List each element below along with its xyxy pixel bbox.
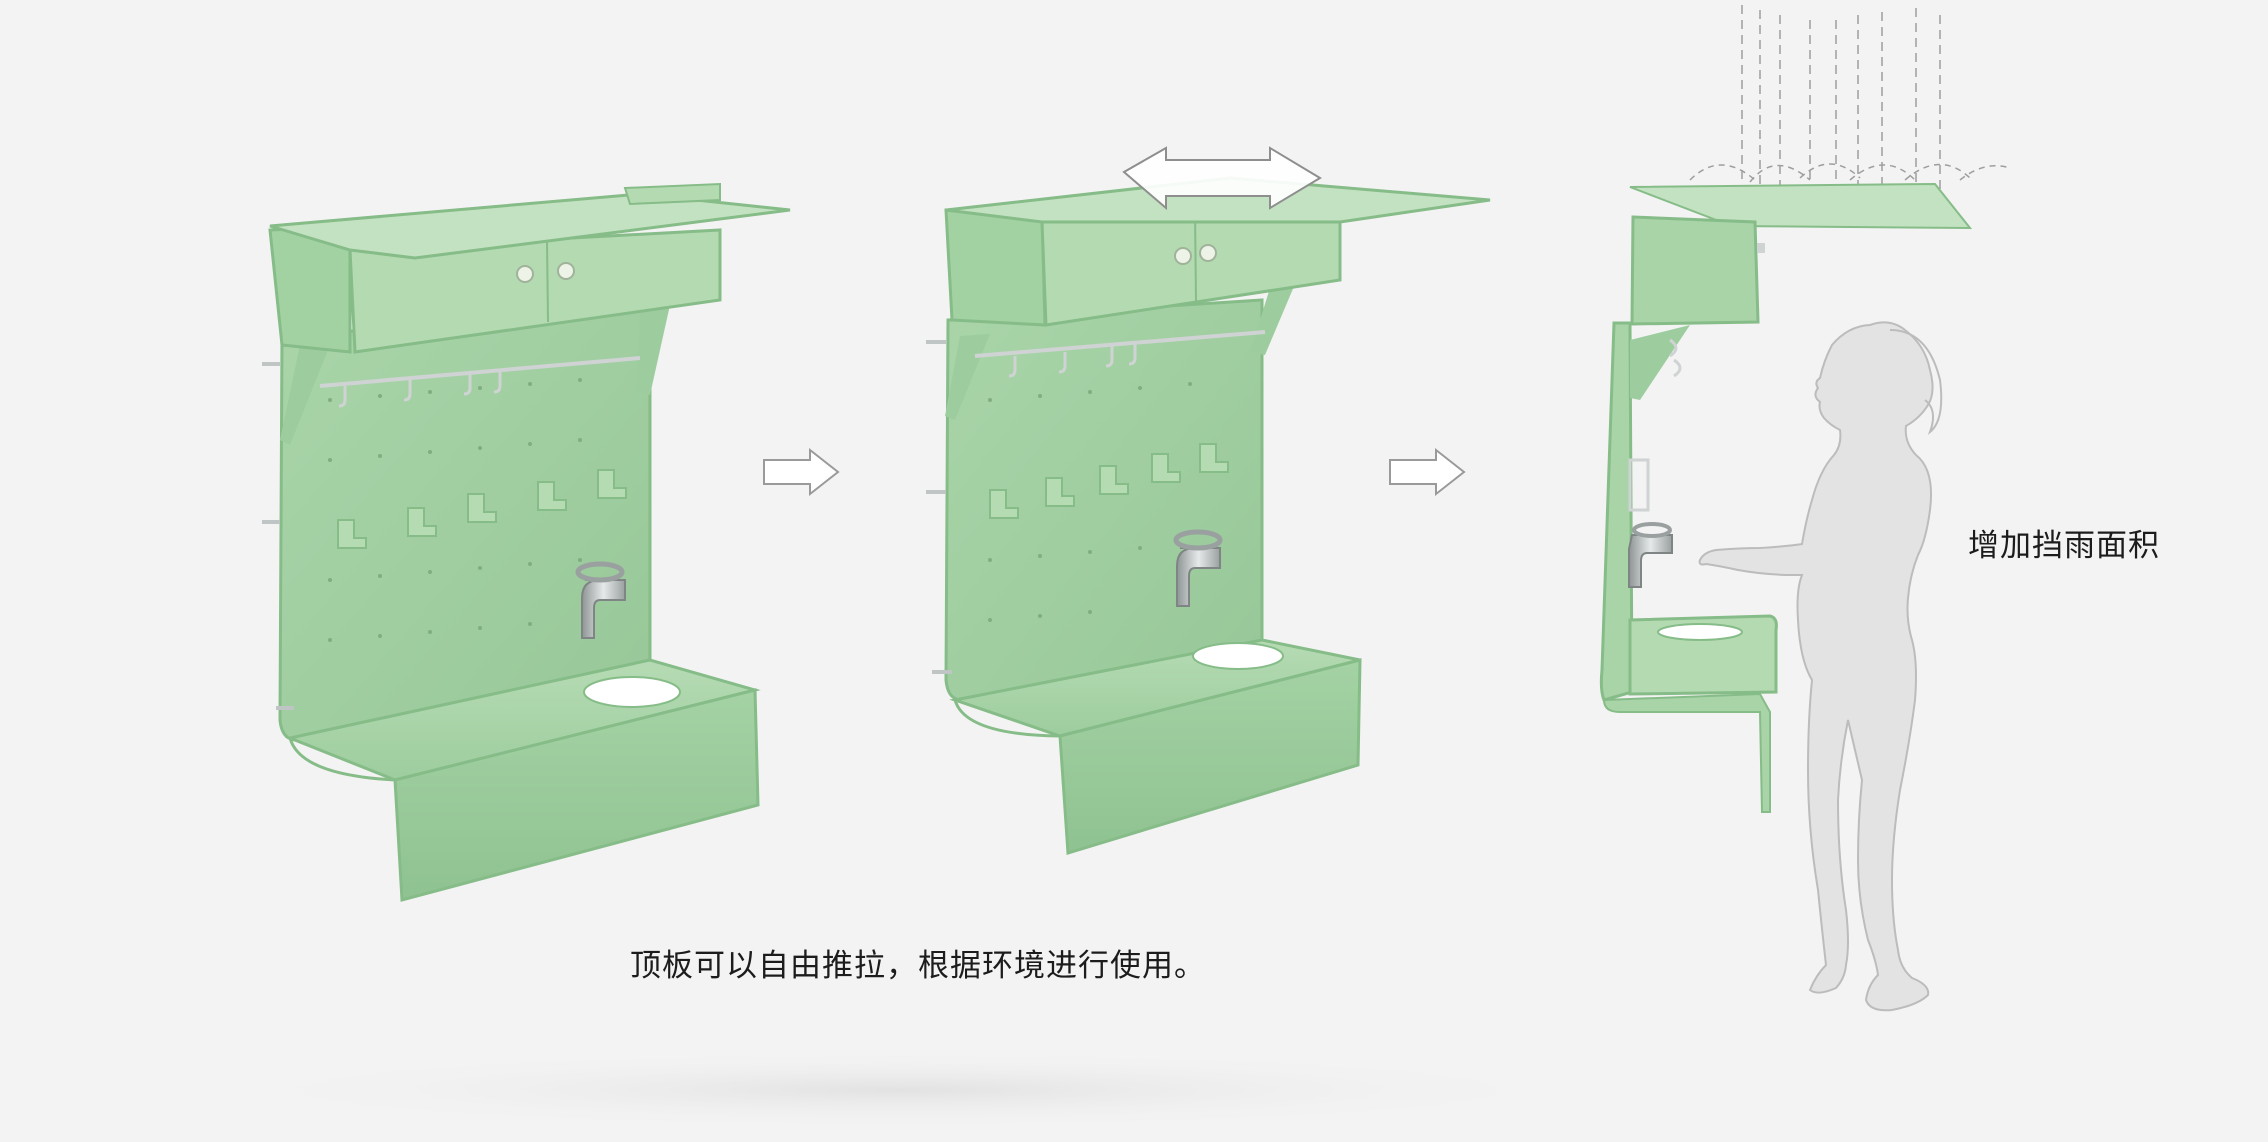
knob <box>1199 244 1217 262</box>
hook-icon <box>1628 338 1682 512</box>
mount-bolts <box>262 362 294 710</box>
caption-text: 顶板可以自由推拉，根据环境进行使用。 <box>630 948 1206 984</box>
hook-icon <box>1008 344 1137 378</box>
unit-side-view <box>1599 5 2011 813</box>
rain-area-note: 增加挡雨面积 <box>1968 528 2160 564</box>
hanging-rail <box>974 330 1266 358</box>
knob <box>557 262 575 280</box>
right-bracket <box>636 305 670 395</box>
double-arrow-icon <box>1122 146 1322 211</box>
unit-extended <box>926 176 1491 855</box>
basin-front <box>1058 658 1362 855</box>
right-arrow-icon <box>1389 447 1466 497</box>
faucet-icon <box>575 561 626 639</box>
person-silhouette <box>1698 321 1943 1012</box>
knob <box>1174 247 1192 265</box>
basin-leg <box>1602 692 1771 813</box>
basin-front <box>393 688 760 902</box>
peg-holes <box>328 378 582 642</box>
top-plate <box>1629 182 1973 230</box>
cabinet-side <box>944 208 1047 327</box>
hook-icon <box>338 372 502 408</box>
unit-closed <box>262 182 791 902</box>
mount-bolts <box>926 340 952 674</box>
basin-hole <box>583 676 681 708</box>
floor-shadow <box>200 1050 1600 1130</box>
rain-icon <box>1741 5 1941 200</box>
faucet-icon <box>1628 522 1673 588</box>
right-bracket <box>1250 284 1295 355</box>
side-panel <box>1599 321 1634 702</box>
left-bracket <box>280 345 330 445</box>
basin-hole <box>1657 623 1743 641</box>
rain-splash <box>1689 163 2011 183</box>
cabinet-side <box>1630 215 1760 326</box>
pegs <box>337 469 627 549</box>
cabinet-front <box>348 228 722 354</box>
right-arrow-icon <box>763 447 840 497</box>
knob <box>516 265 534 283</box>
hanging-rail <box>319 356 641 388</box>
top-plate <box>269 192 791 260</box>
pegs <box>989 443 1229 519</box>
bracket <box>1630 325 1690 400</box>
faucet-icon <box>1173 529 1223 607</box>
basin-hole <box>1192 642 1284 670</box>
peg-holes <box>988 382 1192 622</box>
